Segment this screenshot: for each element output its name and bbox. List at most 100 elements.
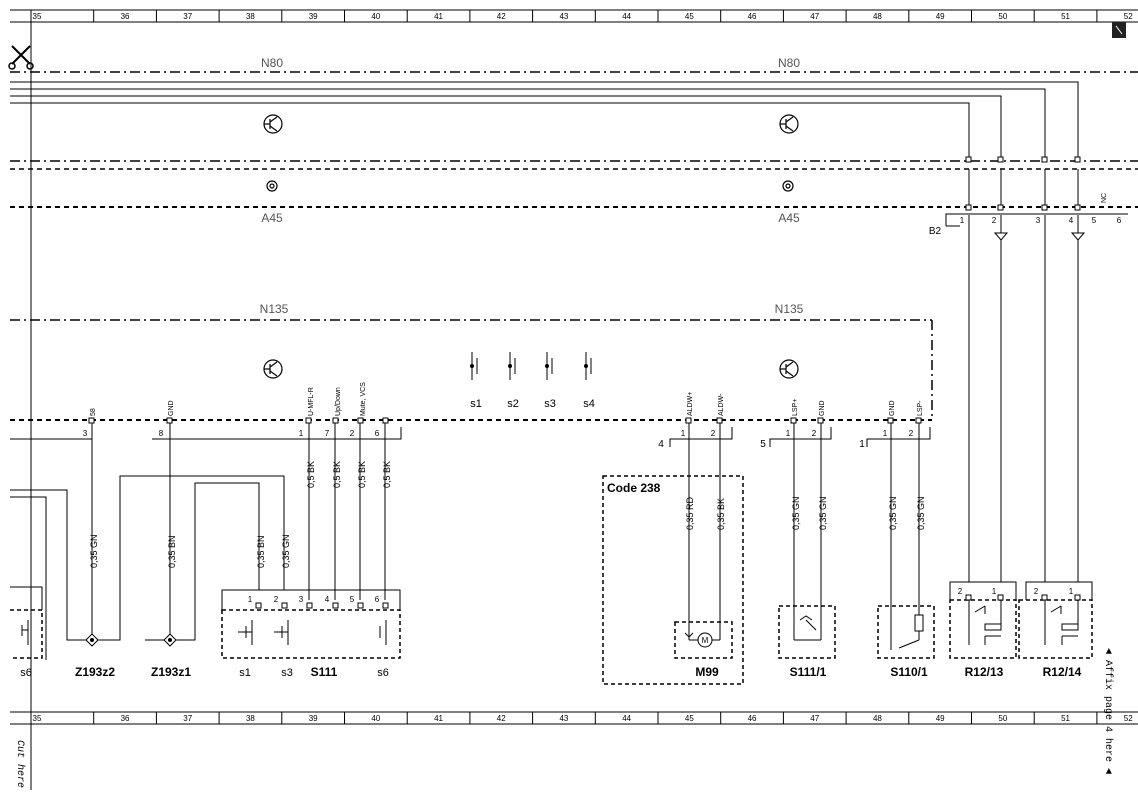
grid-column-number: 50	[998, 12, 1007, 21]
grid-column-number: 47	[810, 12, 819, 21]
wire-label: 0,35 BN	[167, 535, 177, 568]
wire-label: 0,35 GN	[89, 534, 99, 568]
left-wires	[10, 423, 386, 660]
pin-number: 2	[909, 429, 914, 438]
m99-label: M99	[695, 665, 719, 679]
grid-column-number: 36	[121, 714, 130, 723]
s1101-label: S110/1	[890, 665, 928, 679]
pin-number: 1	[299, 429, 304, 438]
b2-pin: 2	[992, 216, 997, 225]
grid-column-number: 49	[936, 12, 945, 21]
lspm-connector	[866, 417, 935, 659]
lspm-minus-label: LSP-	[917, 400, 924, 416]
relay-pin: 1	[1069, 587, 1074, 596]
module-boundaries	[10, 71, 1138, 421]
b2-pin: 6	[1117, 216, 1122, 225]
switch-icon	[274, 620, 289, 645]
n135-switches	[470, 352, 592, 380]
bus-wires	[10, 81, 1079, 582]
splice-z193z2	[85, 633, 99, 647]
wire-label: 0,5 BK	[357, 461, 367, 488]
connector-number: 4	[658, 439, 664, 450]
wire-label: 0,35 GN	[791, 496, 801, 530]
r1213-label: R12/13	[965, 665, 1004, 679]
s111-s6-label: s6	[377, 667, 389, 679]
grid-column-number: 43	[559, 12, 568, 21]
connector-number: 1	[859, 439, 865, 450]
grid-column-number: 39	[309, 12, 318, 21]
b2-pin: 1	[960, 216, 965, 225]
connector-b2: B2 1 2 3 4 5 6 NC	[929, 193, 1128, 241]
z193z1-label: Z193z1	[151, 665, 191, 679]
switch-label-s4: s4	[583, 398, 595, 410]
b2-label: B2	[929, 226, 942, 237]
pin-number: 6	[375, 429, 380, 438]
grid-column-number: 46	[748, 12, 757, 21]
s1111-label: S111/1	[790, 665, 827, 679]
grid-column-number: 52	[1124, 12, 1133, 21]
n80-label-left: N80	[261, 56, 283, 70]
wire-label: 0,5 BK	[382, 461, 392, 488]
grid-column-number: 42	[497, 714, 506, 723]
grid-column-number: 48	[873, 12, 882, 21]
switch-icon	[379, 620, 387, 645]
s111-s1-label: s1	[239, 667, 251, 679]
grid-column-number: 49	[936, 714, 945, 723]
pin-number: 8	[159, 429, 164, 438]
switch-label-s2: s2	[507, 398, 519, 410]
grid-column-number: 44	[622, 714, 631, 723]
grid-column-number: 40	[371, 12, 380, 21]
grid-column-number: 50	[998, 714, 1007, 723]
grid-column-number: 42	[497, 12, 506, 21]
s111-pin: 6	[375, 595, 380, 604]
grid-column-number: 52	[1124, 714, 1133, 723]
grid-column-number: 48	[873, 714, 882, 723]
s111-box	[221, 589, 401, 659]
grid-column-number: 44	[622, 12, 631, 21]
switch-icon	[470, 352, 478, 380]
switch-icon	[584, 352, 592, 380]
s111-pin: 4	[325, 595, 330, 604]
cut-here-label: Cut here	[14, 740, 26, 788]
pin-number: 2	[711, 429, 716, 438]
speaker-icon	[266, 180, 278, 192]
grid-column-number: 35	[33, 714, 42, 723]
s111-s3-label: s3	[281, 667, 293, 679]
pin-number: 7	[325, 429, 330, 438]
wire-label: 0,35 GN	[281, 534, 291, 568]
n135-label-left: N135	[260, 302, 289, 316]
n80-label-right: N80	[778, 56, 800, 70]
relay-r1213	[949, 581, 1017, 659]
switch-label-s1: s1	[470, 398, 482, 410]
s111-pin: 3	[299, 595, 304, 604]
grid-column-number: 39	[309, 714, 318, 723]
wire-label: 0,5 BK	[306, 461, 316, 488]
ground-icon	[993, 232, 1009, 241]
wire-label: 0,5 BK	[332, 461, 342, 488]
grid-column-number: 41	[434, 714, 443, 723]
relay-pin: 2	[1034, 587, 1039, 596]
transistor-icon	[779, 359, 799, 379]
a45-label-left: A45	[261, 211, 283, 225]
grid-column-number: 46	[748, 714, 757, 723]
pin-updown-label: Up/Down	[335, 387, 342, 416]
grid-column-number: 35	[33, 12, 42, 21]
grid-column-number: 41	[434, 12, 443, 21]
speaker-icon	[782, 180, 794, 192]
a45-label-right: A45	[778, 211, 800, 225]
switch-icon	[508, 352, 516, 380]
grid-column-number: 40	[371, 714, 380, 723]
pin-number: 3	[83, 429, 88, 438]
grid-column-number: 38	[246, 714, 255, 723]
ground-icon	[1070, 232, 1086, 241]
switch-icon	[545, 352, 553, 380]
pin-number: 1	[681, 429, 686, 438]
pin-mute-label: Mute, VCS	[360, 382, 367, 416]
wire-label: 0,35 GN	[916, 496, 926, 530]
motor-icon: M	[697, 632, 713, 648]
code-238-label: Code 238	[607, 481, 661, 495]
grid-column-number: 36	[121, 12, 130, 21]
page-corner-icon	[1112, 22, 1126, 38]
